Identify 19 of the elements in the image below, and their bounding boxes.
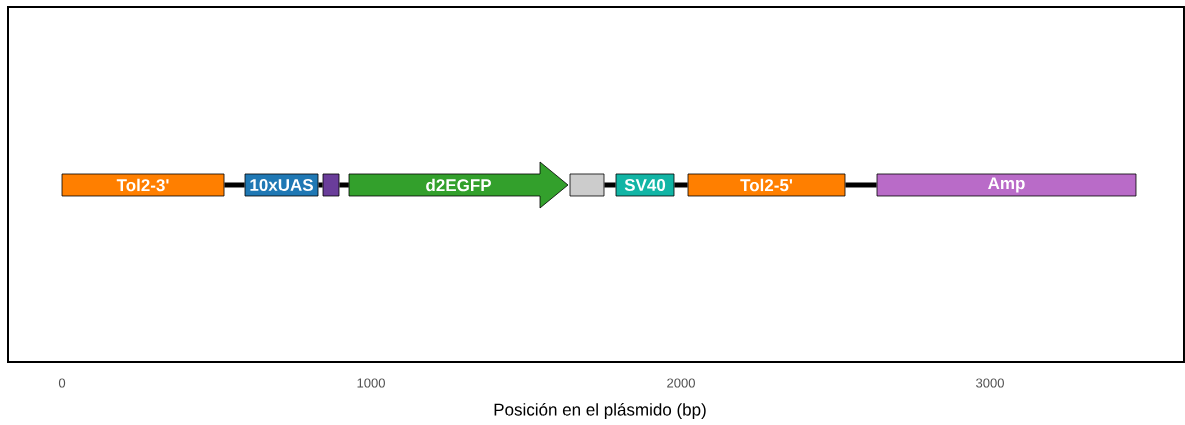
feature-box bbox=[569, 173, 605, 197]
gene-block: d2EGFP bbox=[348, 161, 569, 209]
backbone-line bbox=[674, 182, 688, 188]
axis-title: Posición en el plásmido (bp) bbox=[494, 402, 706, 419]
feature-box bbox=[322, 173, 340, 197]
feature-box: Tol2-3' bbox=[61, 173, 225, 197]
feature-box: SV40 bbox=[615, 173, 675, 197]
backbone-line bbox=[604, 182, 616, 188]
axis-tick-label: 3000 bbox=[976, 378, 1004, 388]
feature-box: Amp bbox=[876, 173, 1137, 197]
axis-tick-label: 0 bbox=[58, 378, 66, 388]
axis-tick-label: 1000 bbox=[357, 378, 385, 388]
backbone-line bbox=[318, 182, 323, 188]
backbone-line bbox=[339, 182, 349, 188]
backbone-line bbox=[845, 182, 877, 188]
feature-box: 10xUAS bbox=[244, 173, 319, 197]
backbone-line bbox=[224, 182, 245, 188]
feature-box: Tol2-5' bbox=[687, 173, 846, 197]
axis-tick-label: 2000 bbox=[667, 378, 695, 388]
